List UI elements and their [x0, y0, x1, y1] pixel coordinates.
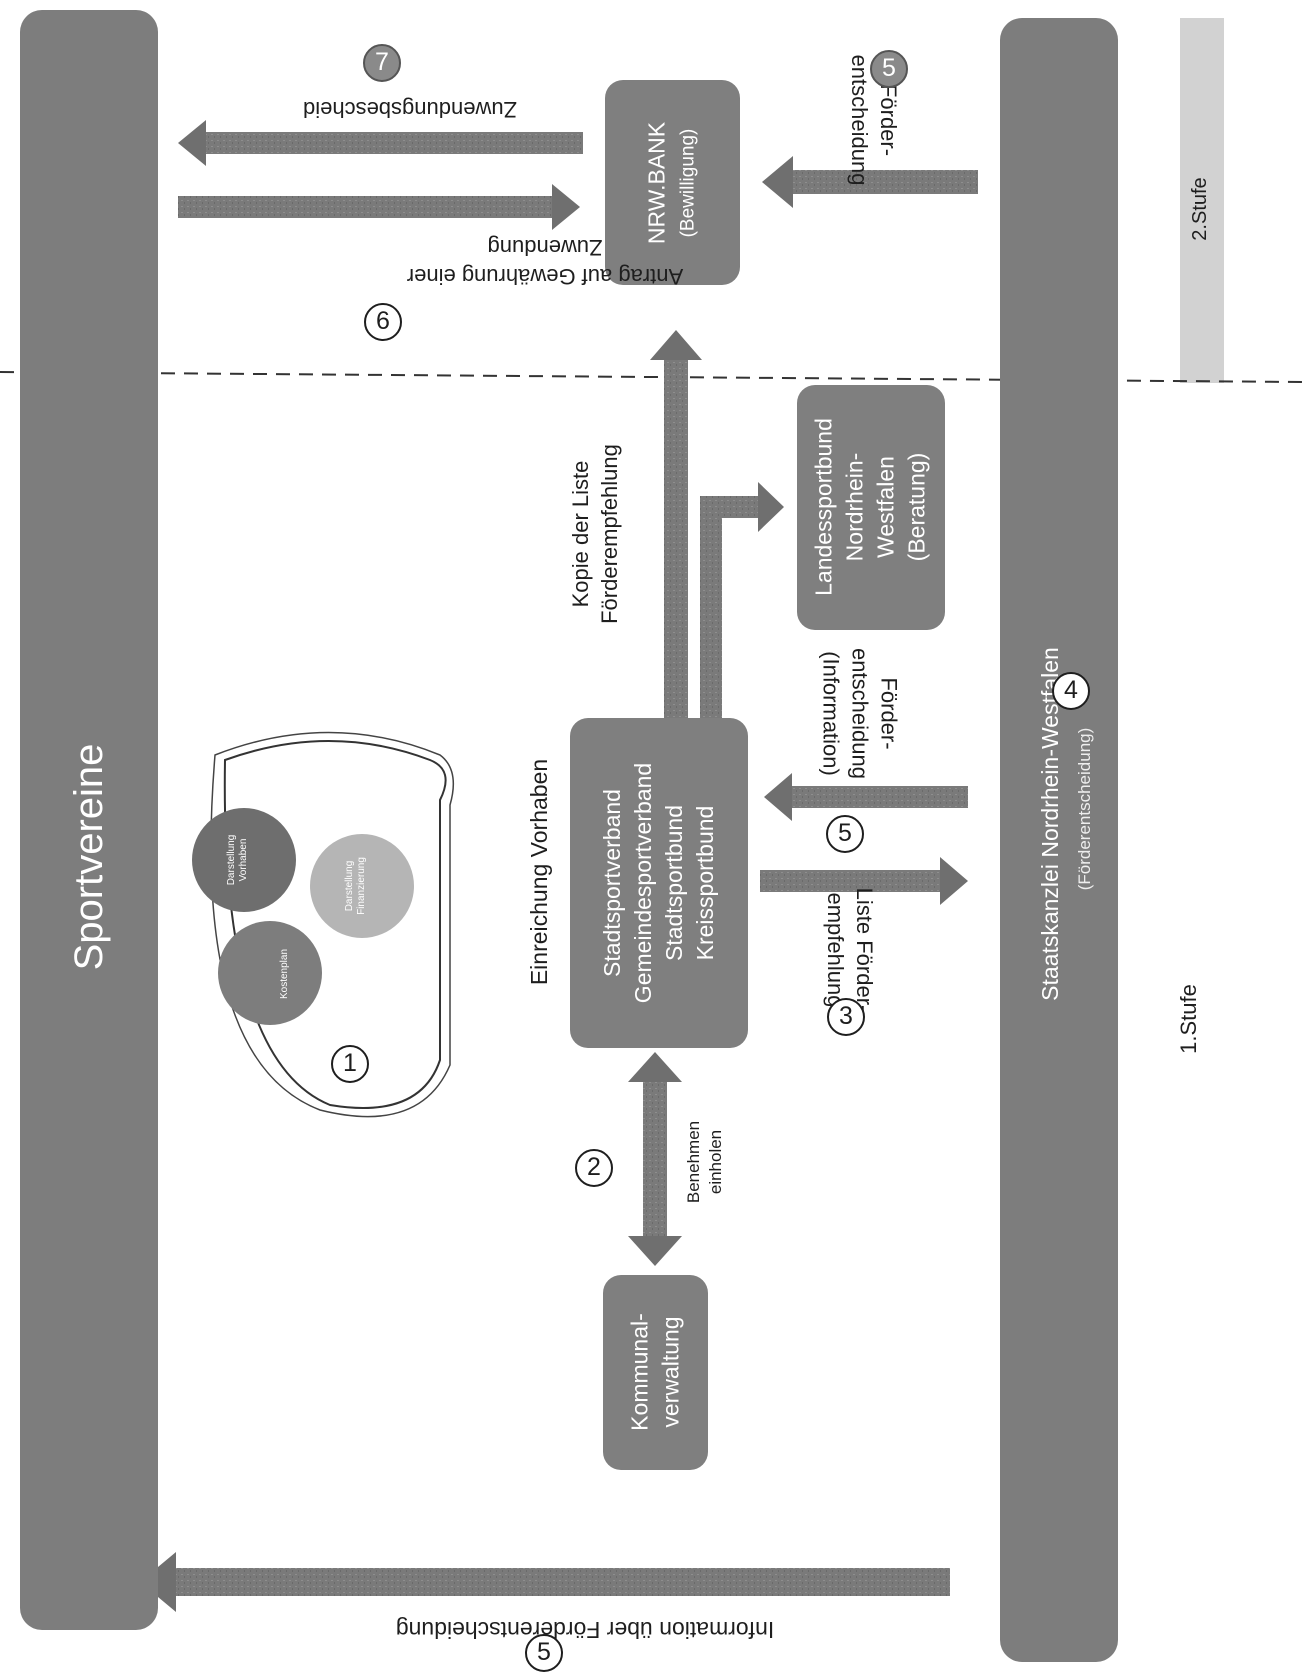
arrow-antrag: [178, 184, 580, 230]
venn-finanzierung-line1: Darstellung: [344, 860, 355, 912]
step-2-badge: 2: [575, 1149, 613, 1187]
venn-circle-vorhaben: [192, 808, 296, 912]
arrow-foerderentscheidung-info: [764, 773, 968, 821]
kopie-line1: Kopie der Liste: [568, 460, 593, 608]
kopie-line2: Förderempfehlung: [597, 444, 622, 624]
venn-funnel: [192, 731, 455, 1118]
stadtsportverband-line: Stadtsportverband: [599, 789, 625, 977]
landessportbund-text: Landessportbund Nordrhein- Westfalen (Be…: [809, 385, 933, 630]
kopie-label: Kopie der Liste Förderempfehlung: [566, 424, 624, 644]
foerderentscheidung-info-line3: (Information): [818, 651, 844, 776]
venn-label-kostenplan: Kostenplan: [279, 948, 290, 1000]
step-5-badge-bottom: 5: [525, 1634, 563, 1672]
stufe2-label: 2.Stufe: [1189, 177, 1211, 241]
venn-finanzierung-line2: Finanzierung: [356, 857, 367, 915]
sportvereine-label: Sportvereine: [67, 743, 111, 971]
antrag-label: Antrag auf Gewährung einer Zuwendung: [385, 233, 705, 291]
step-6-badge: 6: [364, 303, 402, 341]
arrow-kopie-liste: [650, 330, 702, 718]
venn-vorhaben-line1: Darstellung: [226, 834, 237, 886]
venn-circle-finanzierung: [310, 834, 414, 938]
kommunal-line: Kommunal-: [626, 1313, 653, 1431]
arrow-zuwendungsbescheid: [178, 120, 583, 166]
step-1-badge: 1: [331, 1045, 369, 1083]
venn-vorhaben-line2: Vorhaben: [238, 838, 249, 882]
stufe1-label: 1.Stufe: [1176, 984, 1201, 1054]
antrag-line1: Antrag auf Gewährung einer: [406, 264, 684, 289]
kommunalverwaltung-text: Kommunal- verwaltung: [625, 1275, 687, 1470]
venn-label-finanzierung: Darstellung Finanzierung: [344, 851, 380, 921]
nordrhein-line: Nordrhein-: [841, 452, 868, 562]
westfalen-line: Westfalen: [872, 456, 899, 558]
arrow-benehmen: [628, 1052, 682, 1266]
staatskanzlei-bar: [1000, 18, 1118, 1662]
step-4-badge: 4: [1052, 672, 1090, 710]
venn-label-vorhaben: Darstellung Vorhaben: [226, 830, 262, 890]
beratung-line: (Beratung): [903, 452, 930, 562]
zuwendungsbescheid-label: Zuwendungsbescheid: [302, 97, 518, 122]
einreichung-label: Einreichung Vorhaben: [526, 758, 552, 986]
nrw-bank-box: [605, 80, 740, 285]
landessportbund-line: Landessportbund: [810, 418, 837, 596]
venn-circle-kostenplan: [218, 921, 322, 1025]
stadtsportbund-line: Stadtsportbund: [661, 805, 687, 962]
landessportbund-box: [797, 385, 945, 630]
step-3-badge: 3: [827, 998, 865, 1036]
benehmen-label: Benehmen einholen: [683, 1107, 727, 1217]
step-5-badge-middle: 5: [826, 815, 864, 853]
benehmen-line1: Benehmen: [684, 1120, 703, 1204]
kreissportbund-line: Kreissportbund: [692, 805, 718, 961]
step-7-badge: 7: [363, 44, 401, 82]
foerderentscheidung-info-line1: Förder-: [876, 677, 902, 750]
stufe2-band: [1180, 18, 1224, 383]
arrow-foerderentscheidung-bank: [762, 156, 978, 208]
antrag-line2: Zuwendung: [487, 235, 603, 260]
arrow-landessportbund: [700, 482, 784, 718]
verwaltung-line: verwaltung: [657, 1316, 684, 1428]
step-5-badge-top: 5: [870, 50, 908, 88]
stadtsportverband-box: [570, 718, 748, 1048]
arrow-information: [140, 1552, 950, 1612]
kommunalverwaltung-box: [603, 1275, 708, 1470]
foerderentscheidung-info-line2: entscheidung: [847, 648, 873, 779]
foerderentscheidung-info-label: Förder- entscheidung (Information): [817, 634, 904, 794]
arrow-liste-foerderempfehlung: [760, 857, 968, 905]
benehmen-line2: einholen: [706, 1129, 725, 1195]
information-label: Information über Förderentscheidung: [395, 1617, 775, 1643]
sportvereine-bar: [20, 10, 158, 1630]
stadtsportverband-text: Stadtsportverband Gemeindesportverband S…: [597, 718, 721, 1048]
gemeindesportverband-line: Gemeindesportverband: [630, 762, 656, 1004]
staatskanzlei-subtitle: (Förderentscheidung): [1075, 727, 1094, 891]
